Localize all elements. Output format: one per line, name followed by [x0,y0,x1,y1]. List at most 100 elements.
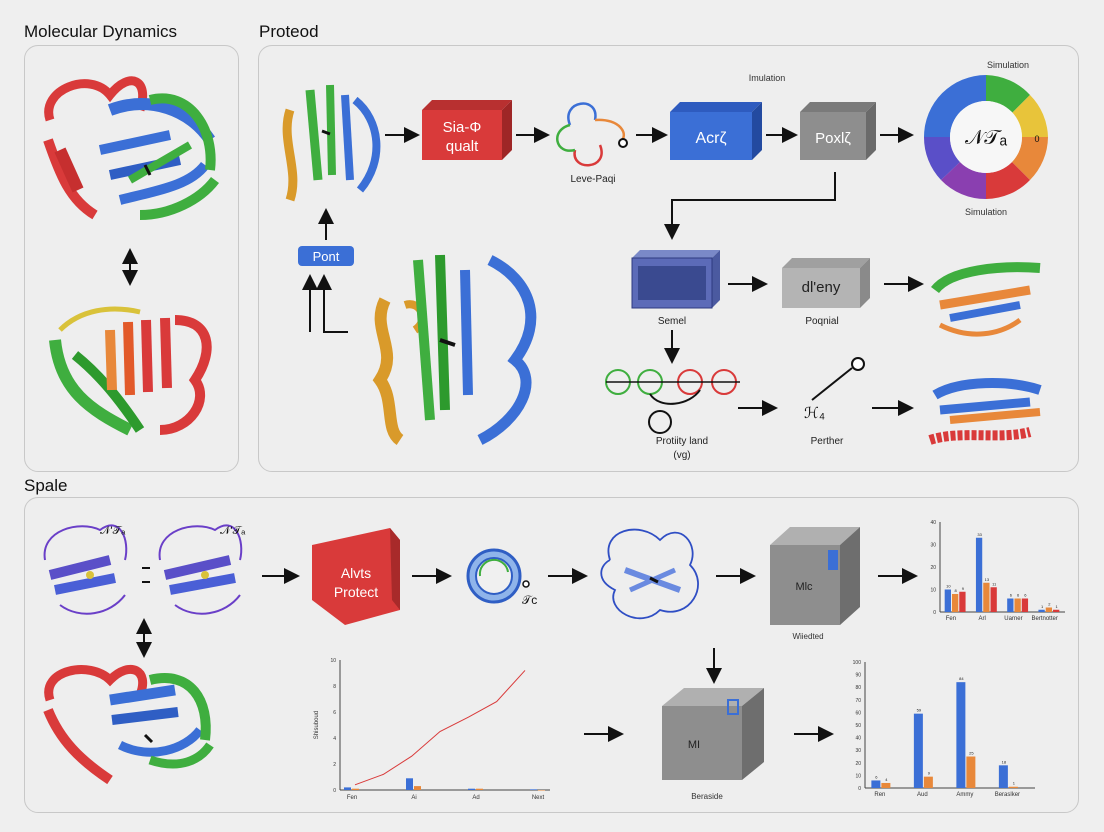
port-button-label: Pont [313,249,340,264]
bar [959,591,966,612]
screen-label: Semel [658,316,686,327]
bar-data-label: 33 [977,532,982,537]
bar-data-label: 9 [928,771,931,776]
box-red-line1: Sia-Φ [443,119,482,136]
y-tick-label: 20 [855,761,861,767]
y-tick-label: 20 [930,565,936,571]
bar [966,756,976,788]
bar [538,790,545,791]
bar [476,788,483,790]
bar [871,780,881,788]
y-tick-label: 10 [330,658,336,664]
bar-chart-bottom: 010203040506070809010064Ren599Aud8425Amm… [853,660,1035,798]
loop-label: Leve-Paqi [570,174,615,185]
x-tick-label: Arl [979,616,986,622]
protein-structure-right-2 [928,378,1042,445]
cube-top [770,527,860,625]
bar-data-label: 84 [959,676,964,681]
y-tick-label: 10 [930,588,936,594]
x-tick-label: Bertnotter [1032,616,1058,622]
bar [881,782,891,788]
box-red-line2: qualt [446,138,479,155]
box-gray-text: Poxlζ [815,130,851,147]
perther-label: Perther [811,436,844,447]
y-tick-label: 2 [333,762,336,768]
ring-top-label: Imulation [749,73,786,83]
prism-red [312,528,400,625]
section-title-spale: Spale [24,476,68,495]
bar-data-label: 6 [1024,593,1027,598]
x-tick-label: Ammy [956,792,973,798]
bar-data-label: 8 [955,588,958,593]
ring-bottom-label: Simulation [965,207,1007,217]
protein-tag-2: 𝒩'𝒯ₐ [220,525,246,537]
bar [1038,609,1045,612]
bar [468,788,475,790]
x-tick-label: Ren [874,792,885,798]
y-tick-label: 8 [333,684,336,690]
bar-data-label: 10 [946,584,951,589]
y-tick-label: 10 [855,773,861,779]
protein-tag-1: 𝒩'𝒯ₐ [100,525,126,537]
perther-glyph [811,357,865,401]
bar-data-label: 13 [985,577,990,582]
x-tick-label: Fen [347,795,357,801]
bar [913,713,923,788]
bar-data-label: 6 [875,774,878,779]
bar [1053,609,1060,612]
bar [983,582,990,612]
ring-value: 0 [1034,134,1039,144]
bar [344,787,351,790]
bar [998,765,1008,788]
bar [406,778,413,790]
bar-data-label: 25 [969,751,974,756]
box-blue-text: Acrζ [695,130,726,147]
y-tick-label: 60 [855,710,861,716]
bar-data-label: 1 [1041,604,1044,609]
box-blue-3d [670,102,762,160]
protein-structure-small [282,84,381,202]
x-tick-label: Ad [472,795,479,801]
port-button-shape[interactable] [298,246,354,266]
network-label-1: Protiity land [656,436,708,447]
cube-bottom-label: Beraside [691,792,723,801]
ring-center-text: 𝒩𝒯ₐ [965,127,1007,149]
protein-structure-right-1 [931,262,1041,337]
ring-glyph [466,548,530,604]
donut-ring [923,75,1048,200]
y-tick-label: 4 [333,736,336,742]
y-tick-label: 40 [855,736,861,742]
protein-structure-bottom [49,306,212,436]
bar [530,789,537,790]
box-gray2-text: dl'eny [802,279,841,296]
bar [944,589,951,612]
y-tick-label: 6 [333,710,336,716]
y-tick-label: 70 [855,698,861,704]
y-tick-label: 80 [855,685,861,691]
bar [990,587,997,612]
box-gray2-label: Poqnial [805,316,838,327]
y-tick-label: 30 [930,543,936,549]
bar [414,786,421,790]
y-tick-label: 0 [858,786,861,792]
bar-data-label: 4 [885,777,888,782]
bar-data-label: 9 [962,586,965,591]
bar [352,788,359,790]
section-title-proteod: Proteod [259,22,319,41]
ring-sub-text: 𝒯c [522,593,537,607]
x-tick-label: Beraslker [995,792,1020,798]
network-glyph [605,369,740,434]
bar [956,682,966,788]
protein-structure-bottom-left [43,664,214,785]
loop-glyph [556,102,628,167]
bar-data-label: 6 [1017,593,1020,598]
y-tick-label: 0 [333,788,336,794]
bar [1021,598,1029,612]
cube-top-text: Mlc [795,581,813,593]
section-title-molecular-dynamics: Molecular Dynamics [24,22,178,41]
bar [1045,607,1053,612]
ring-right-label: Simulation [987,60,1029,70]
y-tick-label: 40 [930,520,936,526]
